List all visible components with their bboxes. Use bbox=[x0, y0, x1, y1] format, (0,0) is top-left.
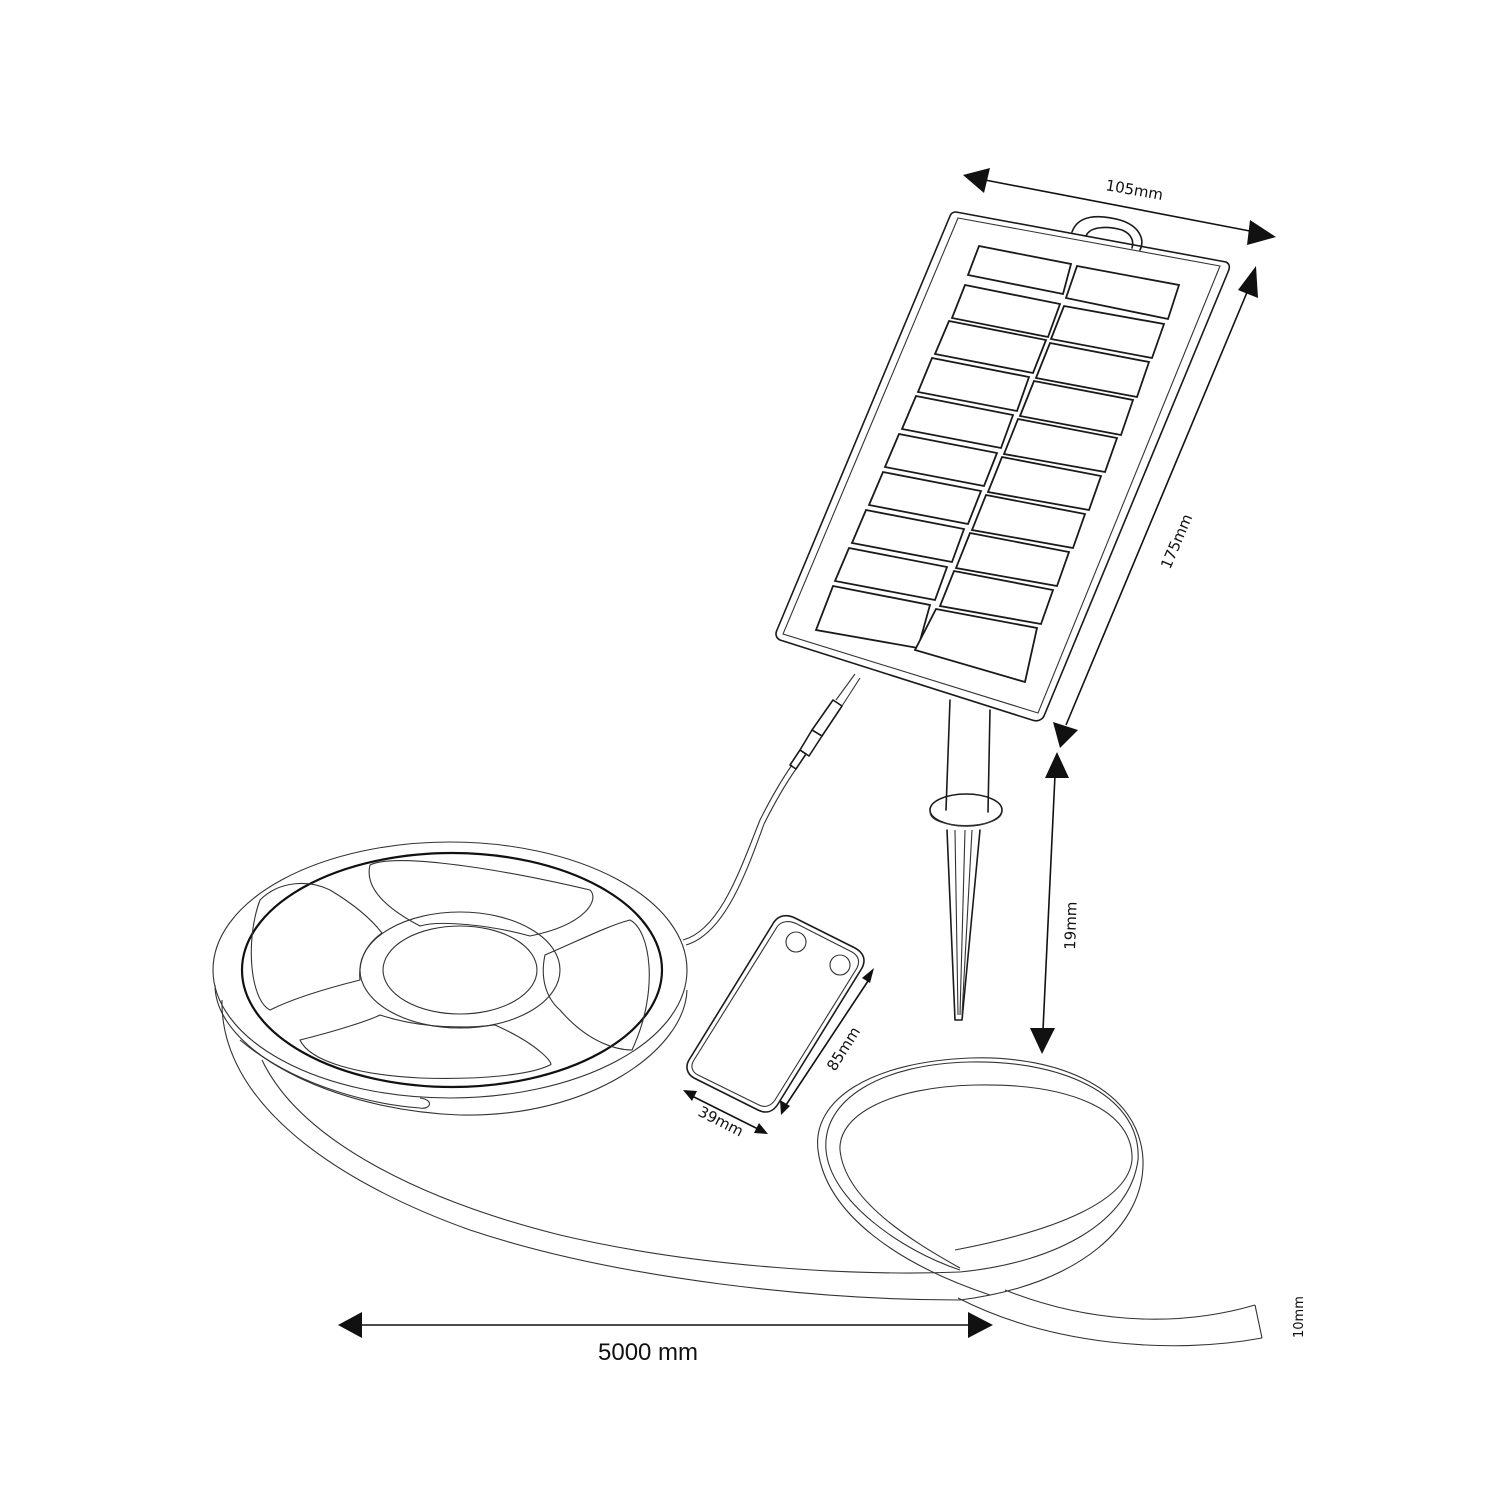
remote-control bbox=[686, 914, 865, 1113]
label-panel-width: 105mm bbox=[1104, 176, 1164, 204]
solar-cells bbox=[814, 244, 1181, 684]
label-remote-length: 85mm bbox=[823, 1024, 864, 1075]
dimension-stake-height bbox=[1030, 752, 1069, 1054]
cable-connector bbox=[789, 673, 861, 770]
dimension-strip-length bbox=[338, 1312, 993, 1338]
label-stake-height: 19mm bbox=[1061, 901, 1081, 950]
dimension-remote-width bbox=[683, 1090, 768, 1134]
label-remote-width: 39mm bbox=[695, 1103, 746, 1141]
dimension-panel-width bbox=[963, 168, 1276, 245]
dimension-remote-length bbox=[780, 968, 874, 1115]
ground-stake bbox=[929, 699, 1003, 1021]
led-strip bbox=[221, 999, 1263, 1347]
remote-button-1 bbox=[785, 931, 807, 953]
remote-button-2 bbox=[829, 954, 851, 976]
label-panel-height: 175mm bbox=[1157, 511, 1196, 571]
label-strip-width: 10mm bbox=[1292, 1296, 1307, 1338]
led-strip-reel bbox=[212, 841, 688, 1116]
solar-panel bbox=[775, 211, 1231, 722]
power-cable bbox=[682, 673, 861, 946]
label-strip-length: 5000 mm bbox=[598, 1339, 698, 1366]
dimension-panel-height bbox=[1053, 266, 1258, 748]
